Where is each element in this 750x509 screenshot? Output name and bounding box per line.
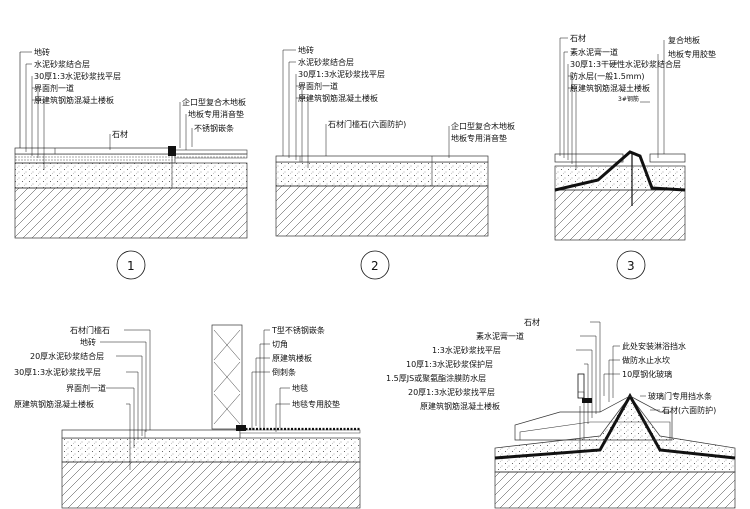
detail-4-right-label-5: 地毯: [292, 383, 308, 393]
detail-3: 石材 素水泥膏一道 30厚1:3干硬性水泥砂浆结合层 防水层(一般1.5mm) …: [554, 33, 716, 280]
detail-2: 地砖 水泥砂浆结合层 30厚1:3水泥砂浆找平层 界面剂一道 原建筑钢筋混凝土楼…: [275, 45, 515, 280]
detail-3-right-label-2: 地板专用胶垫: [668, 49, 716, 59]
detail-5-label-5: 1.5厚JS或聚氨酯涂膜防水层: [386, 373, 486, 383]
detail-5-right-label-4: 玻璃门专用挡水条: [648, 391, 712, 401]
detail-4-label-1: 石材门槛石: [70, 325, 110, 335]
detail-4-right-label-4: 倒刺条: [272, 367, 296, 377]
detail-4-right-label-6: 地毯专用胶垫: [292, 399, 340, 409]
detail-1-label-3: 30厚1:3水泥砂浆找平层: [34, 71, 121, 81]
detail-3-label-5: 原建筑钢筋混凝土楼板: [570, 83, 650, 93]
detail-1-label-4: 界面剂一道: [34, 83, 74, 93]
detail-4: 石材门槛石 地砖 20厚水泥砂浆结合层 30厚1:3水泥砂浆找平层 界面剂一道 …: [14, 324, 361, 509]
detail-1-mid-label: 石材: [112, 129, 128, 139]
detail-2-label-3: 30厚1:3水泥砂浆找平层: [298, 69, 385, 79]
detail-5-label-1: 石材: [524, 317, 540, 327]
detail-1-left-leaders: [20, 51, 45, 170]
detail-4-label-5: 界面剂一道: [66, 383, 106, 393]
detail-3-small-label: 3#钢筋: [618, 95, 639, 103]
detail-5-right-label-3: 10厚钢化玻璃: [622, 369, 672, 379]
detail-5-label-4: 10厚1:3水泥砂浆保护层: [406, 359, 493, 369]
detail-4-right-label-1: T型不锈钢嵌条: [271, 325, 325, 335]
detail-4-right-label-2: 切角: [272, 339, 288, 349]
detail-1-right-label-3: 不锈钢嵌条: [194, 123, 234, 133]
detail-3-label-1: 石材: [570, 33, 586, 43]
detail-2-right-label-1: 企口型复合木地板: [451, 121, 515, 131]
detail-1-right-label-1: 企口型复合木地板: [182, 97, 246, 107]
detail-2-label-5: 原建筑钢筋混凝土楼板: [298, 93, 378, 103]
detail-4-label-4: 30厚1:3水泥砂浆找平层: [14, 367, 101, 377]
detail-5-right-label-2: 做防水止水坎: [622, 355, 670, 365]
detail-3-right-label-1: 复合地板: [668, 35, 700, 45]
detail-5-label-2: 素水泥膏一道: [476, 331, 524, 341]
detail-5-label-3: 1:3水泥砂浆找平层: [432, 345, 501, 355]
detail-2-label-2: 水泥砂浆结合层: [298, 57, 354, 67]
detail-5-right-label-1: 此处安装淋浴挡水: [622, 341, 686, 351]
detail-1-number: 1: [127, 259, 135, 273]
detail-1-label-1: 地砖: [34, 47, 50, 57]
detail-2-mid-label: 石材门槛石(六面防护): [328, 119, 406, 129]
detail-5-label-7: 原建筑钢筋混凝土楼板: [420, 401, 500, 411]
detail-2-right-label-2: 地板专用消音垫: [451, 133, 507, 143]
detail-1-label-5: 原建筑钢筋混凝土楼板: [34, 95, 114, 105]
detail-3-label-3: 30厚1:3干硬性水泥砂浆结合层: [570, 59, 681, 69]
detail-2-number: 2: [371, 259, 379, 273]
detail-4-right-label-3: 原建筑楼板: [272, 353, 312, 363]
detail-5: 石材 素水泥膏一道 1:3水泥砂浆找平层 10厚1:3水泥砂浆保护层 1.5厚J…: [386, 317, 736, 509]
detail-2-label-1: 地砖: [298, 45, 314, 55]
detail-4-label-6: 原建筑钢筋混凝土楼板: [14, 399, 94, 409]
detail-4-label-3: 20厚水泥砂浆结合层: [30, 351, 104, 361]
detail-1-label-2: 水泥砂浆结合层: [34, 59, 90, 69]
detail-4-label-2: 地砖: [80, 337, 96, 347]
detail-2-label-4: 界面剂一道: [298, 81, 338, 91]
detail-3-label-2: 素水泥膏一道: [570, 47, 618, 57]
detail-5-right-label-5: 石材(六面防护): [662, 405, 716, 415]
detail-5-label-6: 20厚1:3水泥砂浆找平层: [408, 387, 495, 397]
detail-3-number: 3: [627, 259, 635, 273]
detail-1-right-label-2: 地板专用消音垫: [188, 109, 244, 119]
detail-1: 地砖 水泥砂浆结合层 30厚1:3水泥砂浆找平层 界面剂一道 原建筑钢筋混凝土楼…: [14, 47, 248, 280]
detail-3-label-4: 防水层(一般1.5mm): [570, 71, 645, 81]
